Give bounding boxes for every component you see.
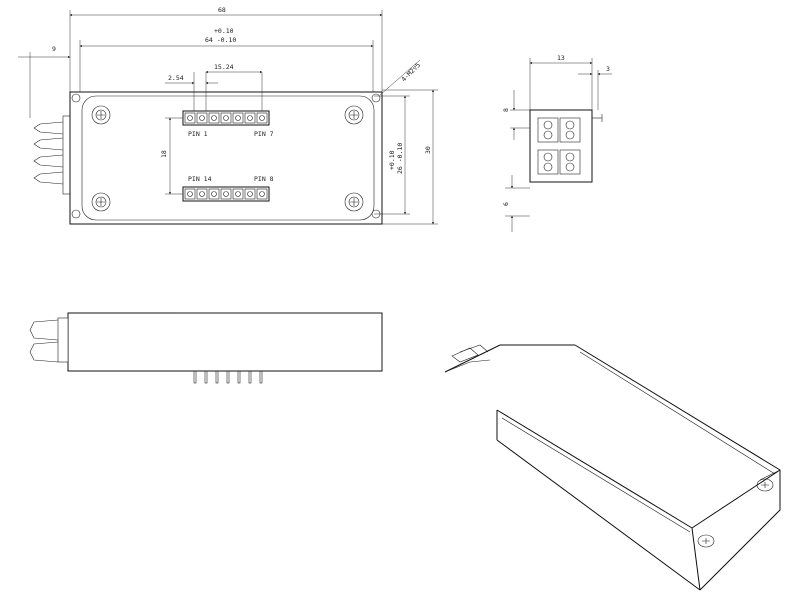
- m2-hole: [71, 93, 81, 103]
- pin-hole: [223, 115, 229, 121]
- pin-cell: [208, 188, 220, 200]
- socket-grid: [537, 117, 581, 175]
- screw-icon: [91, 192, 111, 212]
- m2-hole: [371, 93, 381, 103]
- screw-icon: [344, 105, 364, 125]
- pin-hole: [199, 115, 205, 121]
- pin-14-label: PIN 14: [188, 175, 212, 183]
- pin-hole: [247, 191, 253, 197]
- pin-cell: [232, 112, 244, 124]
- overall-height-label: 30: [424, 146, 432, 154]
- pin-hole: [223, 191, 229, 197]
- pin-header-top: [182, 110, 270, 126]
- pin-cell: [256, 188, 268, 200]
- pin-cell: [220, 112, 232, 124]
- hole-note-label: 4-M2▽5: [400, 61, 422, 83]
- end-dim-a-label: 8: [502, 108, 510, 112]
- inner-width-label: 64 -0.10: [205, 36, 236, 44]
- screw-icon: [344, 192, 364, 212]
- side-pins: [193, 370, 263, 384]
- end-dim-b-label: 6: [502, 202, 510, 206]
- row-spacing-label: 18: [160, 150, 168, 158]
- side-pin: [259, 370, 263, 384]
- screw-icon: [697, 534, 715, 548]
- pin-cell: [244, 112, 256, 124]
- side-pin: [248, 370, 252, 384]
- pin-hole: [211, 115, 217, 121]
- module-top-panel: [81, 95, 375, 221]
- screw-icon: [91, 105, 111, 125]
- left-connectors: [33, 115, 71, 195]
- pin-cell: [208, 112, 220, 124]
- pin-hole: [211, 191, 217, 197]
- left-offset-label: 9: [52, 45, 56, 53]
- pin-span-label: 15.24: [214, 63, 234, 71]
- pin-cell: [196, 188, 208, 200]
- m2-hole: [71, 209, 81, 219]
- pin-cell: [196, 112, 208, 124]
- pin-hole: [187, 191, 193, 197]
- inner-width-tol: +0.10: [214, 27, 234, 35]
- pin-cell: [232, 188, 244, 200]
- end-view-body: [529, 109, 593, 183]
- end-offset-label: 3: [606, 65, 610, 73]
- pin-7-label: PIN 7: [254, 130, 274, 138]
- pin-cell: [244, 188, 256, 200]
- pin-cell: [256, 112, 268, 124]
- end-width-label: 13: [557, 54, 565, 62]
- side-pin: [215, 370, 219, 384]
- screw-icon: [756, 478, 774, 492]
- pin-8-label: PIN 8: [254, 175, 274, 183]
- pin-hole: [247, 115, 253, 121]
- pin-pitch-label: 2.54: [168, 74, 184, 82]
- pin-hole: [187, 115, 193, 121]
- pin-hole: [259, 191, 265, 197]
- pin-cell: [184, 112, 196, 124]
- inner-height-tol: +0.10: [388, 150, 396, 170]
- pin-cell: [220, 188, 232, 200]
- top-view: 68 +0.10 64 -0.10 9: [18, 6, 438, 225]
- side-pin: [226, 370, 230, 384]
- pin-hole: [235, 191, 241, 197]
- pin-header-bottom: [182, 186, 270, 202]
- side-pin: [204, 370, 208, 384]
- pin-hole: [259, 115, 265, 121]
- isometric-view: [444, 344, 781, 591]
- overall-width-label: 68: [218, 6, 226, 14]
- pin-hole: [235, 115, 241, 121]
- pin-hole: [199, 191, 205, 197]
- end-view: 13 3 8 6: [502, 54, 612, 232]
- side-pin: [193, 370, 197, 384]
- side-body: [67, 312, 383, 372]
- side-view: [29, 312, 383, 384]
- side-pin: [237, 370, 241, 384]
- pin-cell: [184, 188, 196, 200]
- inner-height-label: 26 -0.10: [396, 143, 404, 174]
- pin-1-label: PIN 1: [188, 130, 208, 138]
